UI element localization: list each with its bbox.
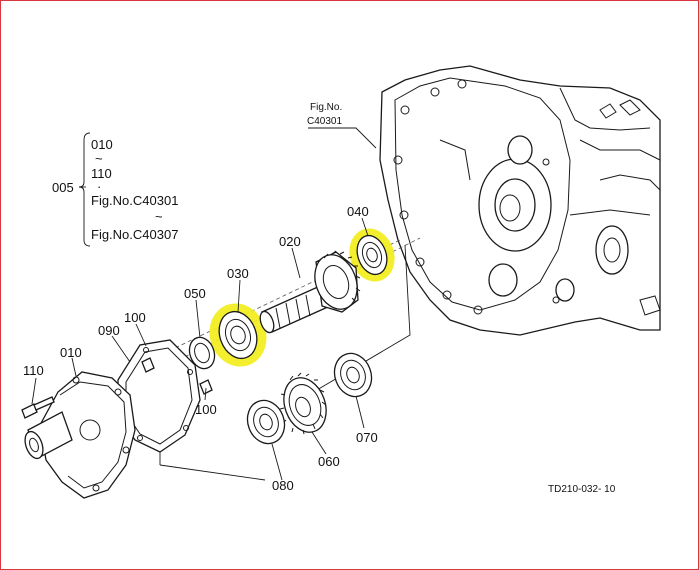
housing-010 — [24, 371, 136, 499]
label-030: 030 — [227, 266, 249, 281]
reference-group-number: 005 — [52, 180, 74, 195]
label-050: 050 — [184, 286, 206, 301]
label-080: 080 — [272, 478, 294, 493]
label-040: 040 — [347, 204, 369, 219]
bearing-080 — [246, 399, 286, 445]
transmission-case — [379, 65, 661, 336]
fig-reference: Fig.No. C40301 — [307, 102, 377, 149]
label-070: 070 — [356, 430, 378, 445]
bearing-030 — [218, 310, 258, 360]
reference-line-2: ~ — [95, 151, 103, 166]
label-010: 010 — [60, 345, 82, 360]
label-100-lower: 100 — [195, 402, 217, 417]
reference-line-6: ~ — [155, 209, 163, 224]
drawing-code: TD210-032- 10 — [548, 484, 616, 495]
reference-line-4: · — [97, 179, 101, 194]
gear-060 — [279, 372, 327, 435]
bolt-110 — [21, 396, 55, 419]
label-110: 110 — [23, 363, 44, 378]
reference-line-7: Fig.No.C40307 — [91, 227, 178, 242]
label-090: 090 — [98, 323, 120, 338]
reference-line-5: Fig.No.C40301 — [91, 193, 178, 208]
fig-reference-line1: Fig.No. — [310, 102, 342, 113]
label-060: 060 — [318, 454, 340, 469]
shaft-020 — [259, 250, 361, 334]
label-020: 020 — [279, 234, 301, 249]
callout-leaders — [31, 217, 369, 481]
reference-line-1: 010 — [91, 137, 113, 152]
bearing-070 — [333, 352, 373, 398]
dowel-pin-100-upper — [141, 357, 155, 373]
fig-reference-line2: C40301 — [307, 116, 342, 127]
oil-seal-050 — [188, 336, 216, 370]
reference-group: 005 010 ~ 110 · Fig.No.C40301 ~ Fig.No.C… — [52, 132, 178, 247]
label-100-upper: 100 — [124, 310, 146, 325]
reference-line-3: 110 — [91, 166, 112, 181]
bearing-040 — [356, 234, 388, 276]
dowel-pin-100-lower — [199, 379, 213, 395]
